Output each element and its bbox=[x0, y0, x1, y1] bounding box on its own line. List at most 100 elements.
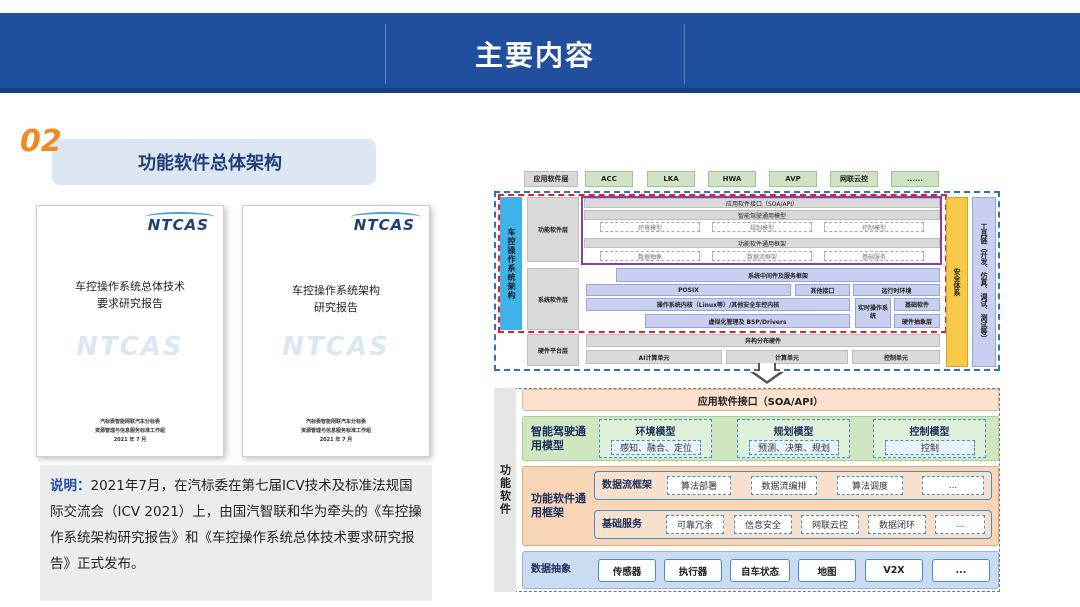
model-items: 预测、决策、规划 bbox=[749, 440, 839, 455]
base-software: 基础软件 bbox=[894, 298, 940, 311]
cover-watermark: NTCAS bbox=[76, 332, 184, 362]
security-label: 安全体系 bbox=[953, 268, 961, 296]
abstraction-chip: ... bbox=[932, 559, 990, 582]
service-chip: 信息安全 bbox=[734, 515, 792, 534]
header-stripe bbox=[0, 88, 1080, 93]
app-item: LKA bbox=[647, 171, 695, 187]
cover-title-line: 车控操作系统架构 bbox=[292, 284, 380, 297]
app-item: 网联云控 bbox=[830, 171, 878, 187]
func-model-item: 控制模型 bbox=[824, 222, 924, 232]
posix: POSIX bbox=[586, 284, 791, 296]
virtualization: 虚拟化管理及 BSP/Drivers bbox=[645, 314, 850, 328]
service-chip: 网联云控 bbox=[801, 515, 859, 534]
header-title-box: 主要内容 bbox=[385, 24, 685, 84]
framework-row-label: 功能软件通用框架 bbox=[531, 492, 586, 519]
control-unit: 控制单元 bbox=[852, 350, 940, 364]
service-chip: 可靠冗余 bbox=[666, 515, 724, 534]
func-layer-frame bbox=[581, 196, 942, 265]
cover-org-line: 汽标委智能网联汽车分标委 bbox=[305, 419, 366, 425]
abstraction-chip: 传感器 bbox=[598, 559, 656, 582]
dataflow-chip: 算法部署 bbox=[667, 476, 731, 495]
cover-org-line: 2021 年 7 月 bbox=[113, 437, 147, 443]
model-items: 感知、融合、定位 bbox=[611, 440, 701, 455]
toolchain: 工具链（开发、仿真、调试、测试等） bbox=[972, 197, 996, 367]
model-row-label: 智能驾驶通用模型 bbox=[531, 425, 586, 452]
report-cover-2: NTCAS 车控操作系统架构 研究报告 NTCAS 汽标委智能网联汽车分标委 资… bbox=[242, 205, 430, 457]
func-framework-item: 数据流框架 bbox=[712, 251, 812, 261]
os-kernel: 操作系统内核（Linux等）/其他安全车控内核 bbox=[586, 298, 850, 311]
func-framework-item: 数据抽象 bbox=[600, 251, 700, 261]
abstraction-chip: V2X bbox=[865, 559, 923, 582]
dataflow-chip: ... bbox=[922, 476, 984, 495]
model-items: 控制 bbox=[885, 440, 975, 455]
heterogeneous-hw: 异构分布硬件 bbox=[586, 334, 940, 347]
note-box: 说明：2021年7月，在汽标委在第七届ICV技术及标准法规国际交流会（ICV 2… bbox=[40, 465, 432, 601]
app-item: AVP bbox=[769, 171, 817, 187]
cover-title-line: 研究报告 bbox=[314, 301, 358, 314]
compute-unit: 计算单元 bbox=[726, 350, 848, 364]
dataflow-label: 数据流框架 bbox=[602, 480, 652, 491]
cover-title: 车控操作系统总体技术 要求研究报告 bbox=[37, 278, 223, 312]
lower-api-bar: 应用软件接口（SOA/API） bbox=[522, 389, 999, 411]
section-title: 功能软件总体架构 bbox=[138, 153, 282, 174]
abstraction-label: 数据抽象 bbox=[531, 564, 571, 575]
cover-org-line: 汽标委智能网联汽车分标委 bbox=[99, 419, 160, 425]
func-model-item: 环境模型 bbox=[600, 222, 700, 232]
note-text: 2021年7月，在汽标委在第七届ICV技术及标准法规国际交流会（ICV 2021… bbox=[50, 478, 422, 572]
toolchain-label: 工具链（开发、仿真、调试、测试等） bbox=[980, 222, 988, 342]
cover-org: 汽标委智能网联汽车分标委 资源管理与信息服务标准工作组 2021 年 7 月 bbox=[243, 418, 429, 445]
sys-layer-label: 系统软件层 bbox=[527, 268, 579, 330]
model-title: 规划模型 bbox=[773, 427, 814, 438]
func-software-side-label: 功能软件 bbox=[494, 388, 516, 592]
rtos: 实时操作系统 bbox=[855, 298, 891, 328]
ntcas-logo: NTCAS bbox=[353, 216, 415, 234]
down-arrow-shaft bbox=[758, 363, 776, 373]
services-label: 基础服务 bbox=[602, 519, 642, 530]
app-item: HWA bbox=[708, 171, 756, 187]
app-item: ACC bbox=[585, 171, 633, 187]
abstraction-chip: 地图 bbox=[798, 559, 856, 582]
section-heading: 功能软件总体架构 bbox=[52, 139, 376, 185]
model-title: 环境模型 bbox=[635, 427, 676, 438]
func-model: 智能驾驶通用模型 bbox=[584, 210, 940, 220]
report-cover-1: NTCAS 车控操作系统总体技术 要求研究报告 NTCAS 汽标委智能网联汽车分… bbox=[36, 205, 224, 457]
services-row bbox=[594, 510, 992, 539]
dataflow-chip: 数据流编排 bbox=[751, 476, 817, 495]
ai-unit: AI计算单元 bbox=[586, 350, 722, 364]
func-api: 应用软件接口（SOA/API） bbox=[584, 198, 940, 208]
app-layer-label: 应用软件层 bbox=[524, 171, 578, 187]
app-item: ...... bbox=[891, 171, 939, 187]
other-interface: 其他接口 bbox=[795, 284, 850, 296]
page-title: 主要内容 bbox=[474, 39, 595, 72]
logo-swoosh bbox=[351, 212, 421, 222]
security-system: 安全体系 bbox=[946, 197, 968, 367]
cover-title: 车控操作系统架构 研究报告 bbox=[243, 282, 429, 316]
func-layer-label: 功能软件层 bbox=[527, 197, 579, 262]
cover-org-line: 2021 年 7 月 bbox=[319, 437, 353, 443]
os-frame bbox=[494, 191, 1000, 371]
func-framework: 功能软件通用框架 bbox=[584, 238, 940, 248]
hw-layer-label: 硬件平台层 bbox=[527, 334, 579, 366]
cover-org-line: 资源管理与信息服务标准工作组 bbox=[300, 428, 371, 434]
cover-org: 汽标委智能网联汽车分标委 资源管理与信息服务标准工作组 2021 年 7 月 bbox=[37, 418, 223, 445]
model-title: 控制模型 bbox=[909, 427, 950, 438]
section-number: 02 bbox=[20, 124, 62, 159]
hal: 硬件抽象层 bbox=[894, 314, 940, 328]
abstraction-chip: 自车状态 bbox=[730, 559, 790, 582]
service-chip: ... bbox=[935, 515, 985, 534]
side-label-vehicle-os: 车控操作系统架构 bbox=[500, 197, 522, 330]
ntcas-logo: NTCAS bbox=[147, 216, 209, 234]
abstraction-chip: 执行器 bbox=[664, 559, 722, 582]
func-model-item: 规划模型 bbox=[712, 222, 812, 232]
runtime-env: 运行时环境 bbox=[853, 284, 940, 296]
middleware: 系统中间件及服务框架 bbox=[616, 268, 940, 282]
down-arrow-fill bbox=[753, 371, 781, 381]
service-chip: 数据闭环 bbox=[868, 515, 926, 534]
cover-org-line: 资源管理与信息服务标准工作组 bbox=[94, 428, 165, 434]
cover-watermark: NTCAS bbox=[282, 332, 390, 362]
cover-title-line: 要求研究报告 bbox=[97, 297, 163, 310]
cover-title-line: 车控操作系统总体技术 bbox=[75, 280, 185, 293]
func-framework-item: 基础服务 bbox=[824, 251, 924, 261]
dataflow-chip: 算法调度 bbox=[837, 476, 903, 495]
